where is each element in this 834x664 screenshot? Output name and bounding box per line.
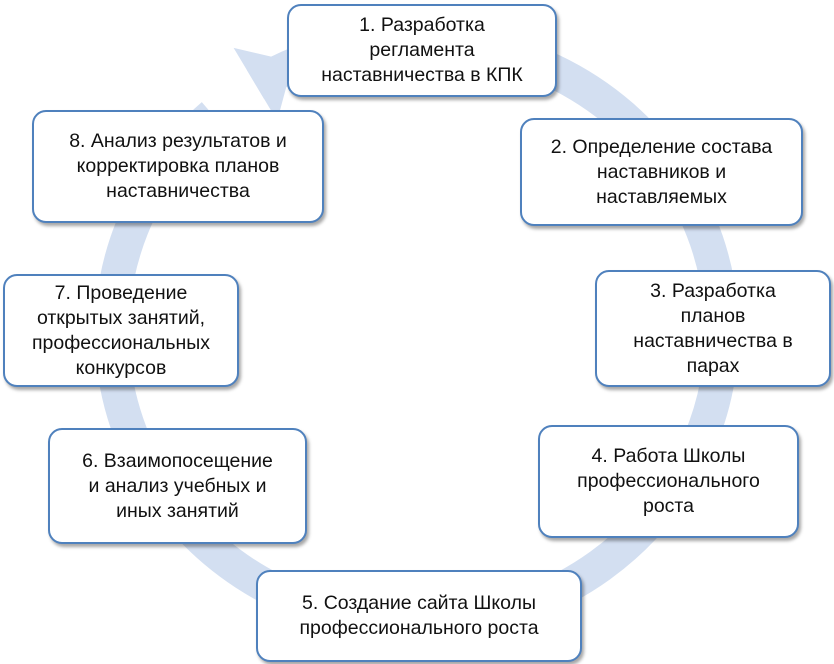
step-2-label: 2. Определение состава наставников и нас…	[550, 135, 773, 208]
step-6-box: 6. Взаимопосещение и анализ учебных и ин…	[48, 428, 307, 544]
step-2-box: 2. Определение состава наставников и нас…	[520, 118, 803, 226]
step-8-box: 8. Анализ результатов и корректировка пл…	[32, 110, 324, 223]
step-3-label: 3. Разработка планов наставничества в па…	[633, 279, 793, 377]
step-5-box: 5. Создание сайта Школы профессиональног…	[256, 570, 582, 662]
step-1-label: 1. Разработка регламента наставничества …	[321, 14, 523, 86]
step-6-label: 6. Взаимопосещение и анализ учебных и ин…	[82, 449, 273, 522]
step-3-box: 3. Разработка планов наставничества в па…	[595, 270, 831, 387]
step-7-label: 7. Проведение открытых занятий, професси…	[31, 281, 211, 379]
step-4-box: 4. Работа Школы профессионального роста	[538, 425, 799, 538]
step-5-label: 5. Создание сайта Школы профессиональног…	[299, 592, 539, 639]
step-8-label: 8. Анализ результатов и корректировка пл…	[69, 130, 287, 202]
step-1-box: 1. Разработка регламента наставничества …	[287, 4, 557, 97]
step-4-label: 4. Работа Школы профессионального роста	[577, 445, 760, 517]
cycle-arrowhead	[233, 47, 294, 121]
step-7-box: 7. Проведение открытых занятий, професси…	[3, 274, 239, 387]
